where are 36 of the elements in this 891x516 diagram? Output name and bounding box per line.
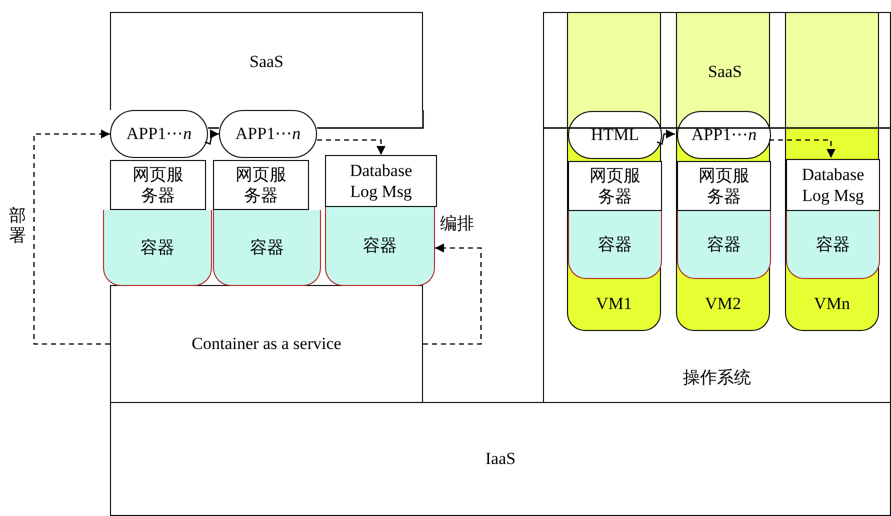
arrow bbox=[769, 139, 836, 158]
web-server-box: 网页服务器 bbox=[677, 161, 771, 211]
container-box: 容器 bbox=[213, 210, 321, 286]
vm-label: VM1 bbox=[595, 292, 633, 314]
vm-label: VM2 bbox=[704, 292, 742, 314]
app-pill: APP1⋯n bbox=[219, 110, 317, 158]
container-box: 容器 bbox=[786, 211, 880, 279]
database-box: Database Log Msg bbox=[325, 155, 437, 207]
vm-label: VMn bbox=[813, 292, 851, 314]
web-server-box: 网页服务器 bbox=[110, 160, 206, 210]
os-box bbox=[543, 12, 891, 403]
container-box: 容器 bbox=[677, 211, 771, 279]
arrow bbox=[204, 130, 219, 145]
arrow bbox=[317, 139, 386, 155]
arrow bbox=[656, 130, 675, 145]
arrow bbox=[423, 244, 482, 345]
layer-label: 操作系统 bbox=[682, 366, 752, 388]
layer-label: SaaS bbox=[707, 62, 743, 82]
vm-column bbox=[676, 13, 770, 331]
app-pill: APP1⋯n bbox=[110, 110, 208, 158]
arrow bbox=[33, 130, 110, 345]
database-box: Database Log Msg bbox=[786, 159, 880, 211]
iaas-box: IaaS bbox=[110, 402, 891, 516]
html-pill: HTML bbox=[568, 111, 662, 159]
saas-layer-box: SaaS bbox=[110, 12, 423, 110]
web-server-box: 网页服务器 bbox=[213, 160, 309, 210]
vm-column bbox=[567, 13, 661, 331]
vm-column bbox=[785, 13, 879, 331]
container-box: 容器 bbox=[325, 207, 435, 286]
edge-label: 部署 bbox=[9, 206, 26, 246]
web-server-box: 网页服务器 bbox=[568, 161, 662, 211]
container-box: 容器 bbox=[568, 211, 662, 279]
container-box: 容器 bbox=[103, 210, 212, 286]
caas-box: Container as a service bbox=[110, 285, 423, 403]
edge-label: 编排 bbox=[440, 214, 474, 234]
app-pill: APP1⋯n bbox=[677, 111, 771, 159]
